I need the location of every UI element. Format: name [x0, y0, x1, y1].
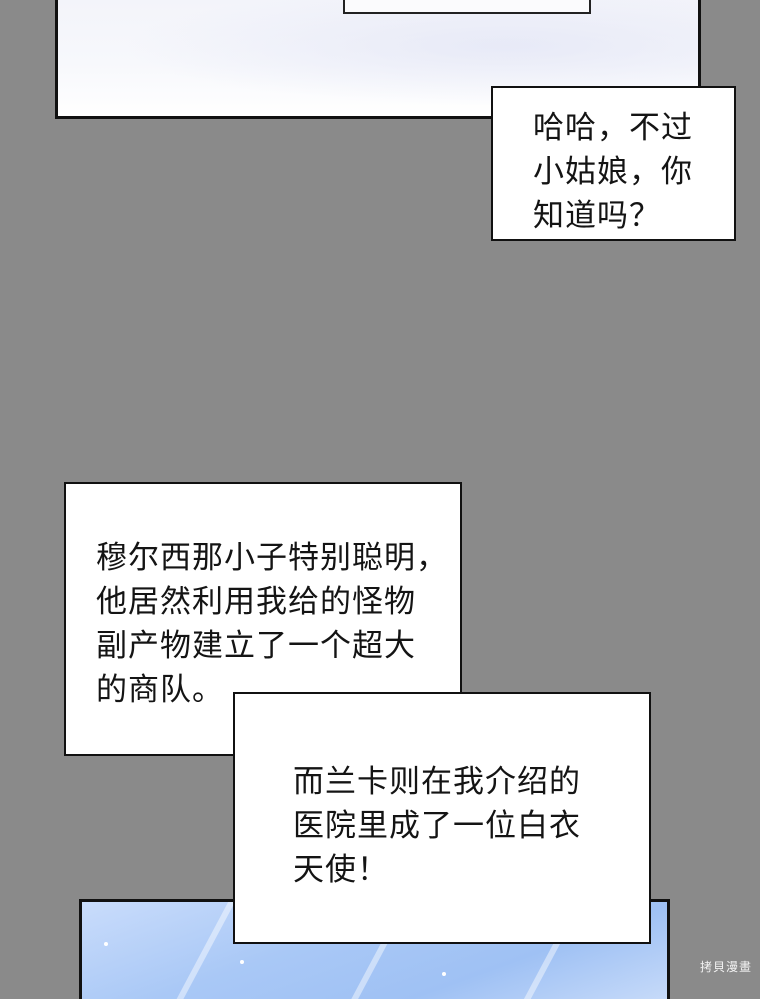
bubble-2-line-2: 他居然利用我给的怪物: [96, 584, 416, 620]
bubble-2-line-4: 的商队。: [96, 672, 224, 708]
bubble-1-line-3: 知道吗？: [533, 198, 661, 234]
light-streak: [169, 902, 241, 999]
bubble-3-line-1: 而兰卡则在我介绍的: [293, 764, 581, 800]
speech-bubble-1: 哈哈，不过 小姑娘，你 知道吗？: [491, 86, 736, 241]
sparkle-dot: [442, 972, 446, 976]
bubble-3-line-2: 医院里成了一位白衣: [293, 808, 581, 844]
top-comic-panel: [55, 0, 701, 119]
bubble-1-line-2: 小姑娘，你: [533, 154, 693, 190]
sparkle-dot: [104, 942, 108, 946]
bubble-3-line-3: 天使！: [293, 852, 389, 888]
bubble-2-line-3: 副产物建立了一个超大: [96, 628, 416, 664]
sparkle-dot: [240, 960, 244, 964]
bubble-1-line-1: 哈哈，不过: [533, 110, 693, 146]
top-panel-inner-frame: [343, 0, 591, 14]
bubble-2-line-1: 穆尔西那小子特别聪明，: [96, 540, 448, 576]
speech-bubble-3: 而兰卡则在我介绍的 医院里成了一位白衣 天使！: [233, 692, 651, 944]
watermark-text: 拷貝漫畫: [699, 960, 752, 974]
